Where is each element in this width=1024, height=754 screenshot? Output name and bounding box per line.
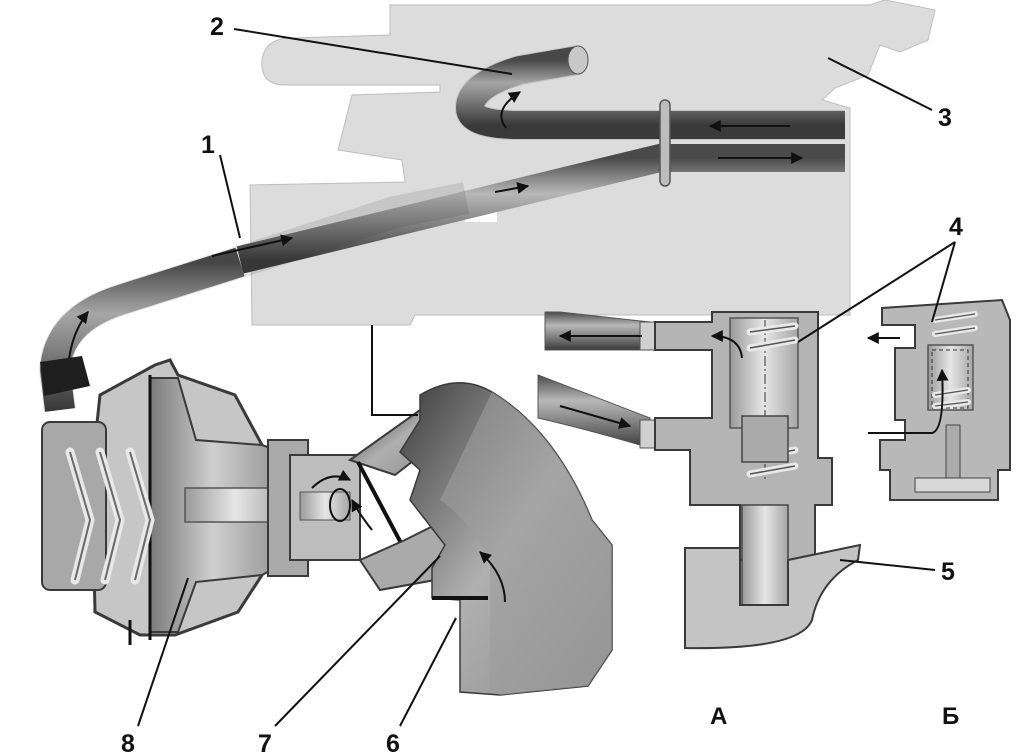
egr-valve-actuator — [41, 358, 373, 645]
view-label-b: Б — [942, 703, 959, 730]
label-4: 4 — [949, 213, 963, 241]
leader-lines — [137, 28, 956, 727]
label-6: 6 — [386, 730, 400, 754]
view-label-a: А — [710, 703, 727, 730]
label-2: 2 — [210, 13, 224, 41]
detail-view-b — [866, 298, 1011, 501]
pipe-flange — [40, 356, 90, 396]
label-8: 8 — [121, 730, 135, 754]
pipe-clamp — [659, 99, 671, 187]
upper-pipes — [236, 45, 845, 274]
intake-manifold — [371, 325, 613, 696]
label-1: 1 — [201, 131, 215, 159]
detail-view-a — [537, 311, 862, 650]
label-3: 3 — [938, 104, 952, 132]
label-5: 5 — [941, 558, 955, 586]
label-7: 7 — [258, 730, 272, 754]
vacuum-line — [371, 325, 418, 416]
egr-pipe — [38, 182, 530, 412]
